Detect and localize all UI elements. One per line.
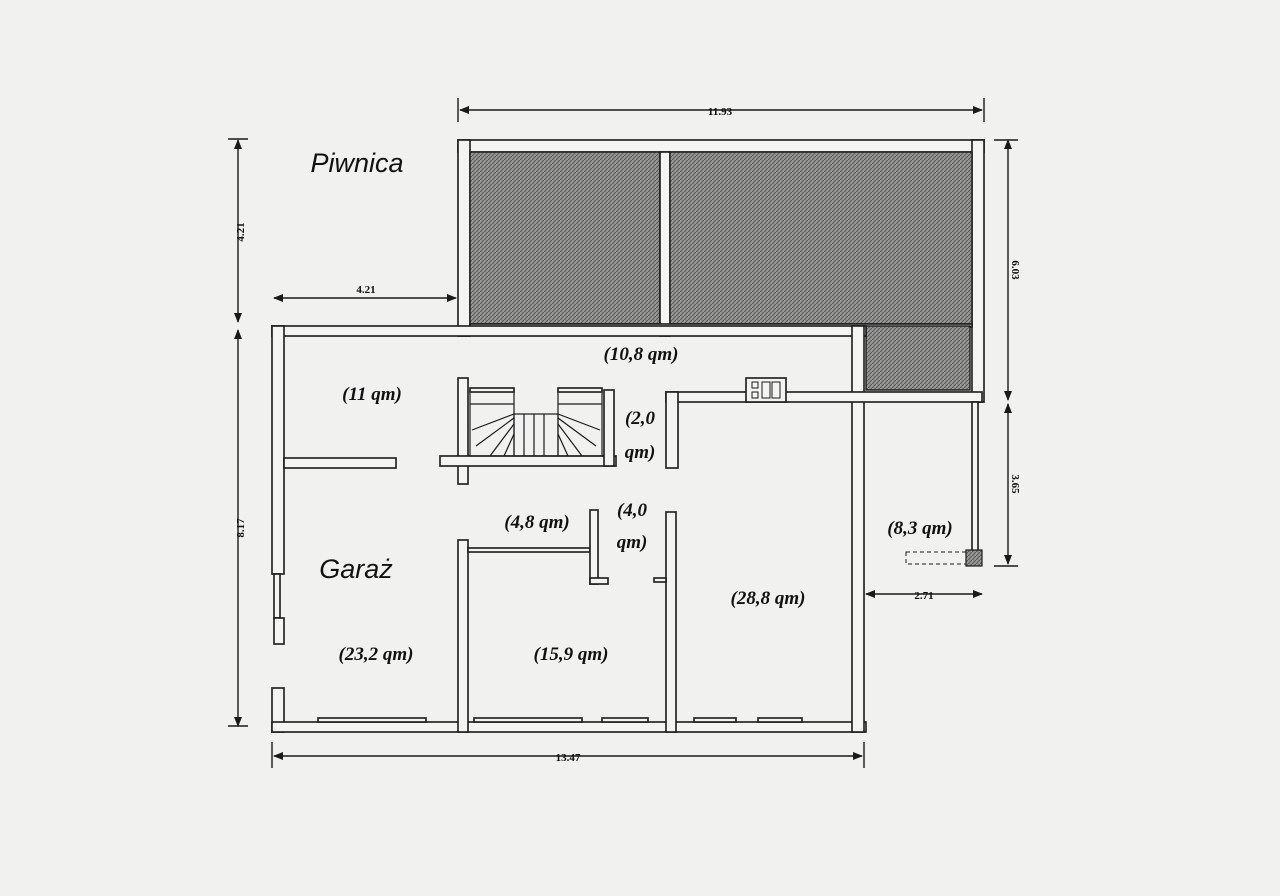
- dim-top: 11.93: [708, 106, 733, 118]
- basement-title: Piwnica: [310, 148, 403, 178]
- area-label: (23,2 qm): [339, 644, 414, 665]
- dim-right-upper: 6.03: [1009, 260, 1021, 280]
- area-label: (28,8 qm): [731, 588, 806, 609]
- ground-floor-walls: [271, 325, 983, 733]
- area-label: (2,0: [625, 408, 656, 429]
- dim-mid-horizontal: 4.21: [356, 284, 375, 296]
- basement-room-left: [469, 151, 661, 325]
- area-label: qm): [625, 442, 656, 463]
- area-label: (4,8 qm): [504, 512, 569, 533]
- area-label: (8,3 qm): [887, 518, 952, 539]
- staircase-icon: [469, 387, 615, 467]
- dim-left-upper: 4.21: [235, 222, 247, 241]
- garage-title: Garaż: [319, 554, 393, 584]
- area-label: (15,9 qm): [534, 644, 609, 665]
- area-label: (11 qm): [342, 384, 402, 405]
- area-label: (10,8 qm): [604, 344, 679, 365]
- basement-block: [457, 139, 985, 403]
- dim-left-lower: 8.17: [235, 518, 247, 538]
- dim-bottom: 13.47: [556, 752, 581, 764]
- dim-right-lower: 3.65: [1009, 474, 1021, 494]
- area-label: (4,0: [617, 500, 648, 521]
- basement-room-right: [669, 151, 973, 325]
- basement-room-small: [865, 325, 971, 391]
- dim-right-small: 2.71: [914, 590, 933, 602]
- dimension-lines: [228, 98, 1018, 768]
- area-label: qm): [617, 532, 648, 553]
